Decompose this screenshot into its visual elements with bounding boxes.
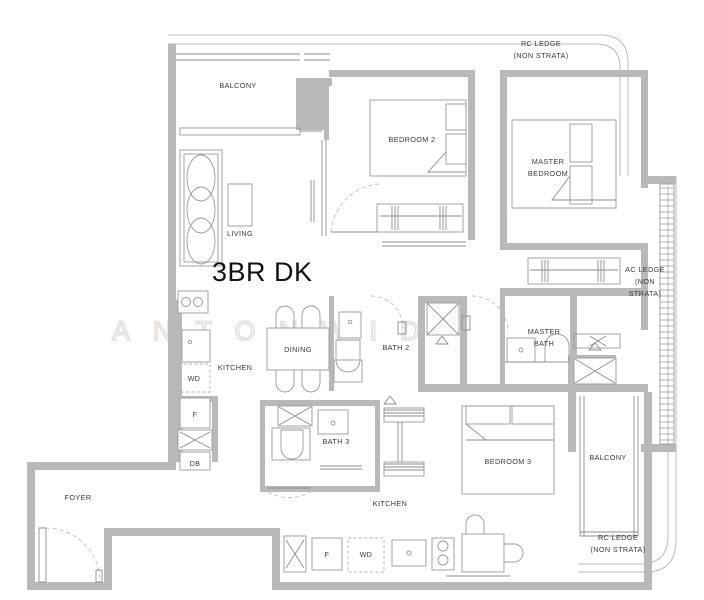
foyer-entry-door <box>38 527 103 583</box>
ac-ledge-hatch <box>659 183 675 445</box>
room-label-balcony-right: BALCONY <box>589 453 626 462</box>
room-label-bath3: BATH 3 <box>322 437 349 446</box>
plan-title: 3BR DK <box>212 257 313 287</box>
annotation-rc-ledge-top-line1: RC LEDGE <box>521 39 561 48</box>
room-label-master-bath-line1: MASTER <box>528 327 561 336</box>
room-label-master-bedroom-line1: MASTER <box>532 157 565 166</box>
master-bedroom-wardrobe <box>527 257 621 285</box>
bedroom2-furniture <box>369 99 467 177</box>
appliance-label-wd-upper: WD <box>188 375 200 383</box>
appliance-label-db: DB <box>190 460 200 468</box>
bath2-door-leaf <box>397 321 407 335</box>
annotation-ac-ledge-line1: AC LEDGE <box>625 265 665 274</box>
kitchen-main-fixtures <box>177 290 213 471</box>
outer-envelope <box>168 34 677 573</box>
annotation-rc-ledge-bottom-line2: (NON STRATA) <box>590 545 645 554</box>
living-furniture <box>179 149 253 267</box>
dining-furniture <box>266 305 330 393</box>
bedroom2-door-swing <box>330 183 380 233</box>
watermark-text: ANTONWID <box>112 316 443 346</box>
bedroom2-window <box>382 241 466 247</box>
shower-stall <box>426 302 460 345</box>
room-label-bedroom3: BEDROOM 3 <box>485 457 532 466</box>
annotation-ac-ledge-line2: (NON <box>635 277 655 286</box>
appliance-label-fridge-lower: F <box>325 551 330 559</box>
living-glazing <box>310 140 327 236</box>
kitchen-lower-fixtures <box>283 514 524 577</box>
master-bath-door-leaf <box>461 315 471 331</box>
bath3-fixtures <box>271 395 397 470</box>
room-label-foyer: FOYER <box>65 493 92 502</box>
appliance-label-wd-lower: WD <box>360 551 372 559</box>
room-label-kitchen-main: KITCHEN <box>218 363 252 372</box>
annotation-ac-ledge-line3: STRATA) <box>629 289 662 298</box>
bath3-door-swing <box>267 491 311 499</box>
bedroom3-furniture <box>461 405 555 495</box>
room-label-bedroom2: BEDROOM 2 <box>389 135 436 144</box>
ac-ledge-small-left <box>383 407 425 477</box>
master-bedroom-furniture <box>511 119 617 209</box>
room-label-bath2: BATH 2 <box>382 343 409 352</box>
structural-walls <box>27 44 676 590</box>
bedroom2-wardrobe <box>376 203 464 233</box>
room-label-master-bath-line2: BATH <box>534 339 554 348</box>
bath2-fixtures <box>333 311 363 383</box>
annotation-rc-ledge-top-line2: (NON STRATA) <box>513 51 568 60</box>
room-label-dining: DINING <box>284 345 312 354</box>
balcony-right-area <box>573 333 639 537</box>
master-bath-fixtures <box>505 333 570 363</box>
balcony-top-area <box>176 53 330 136</box>
room-label-balcony-top: BALCONY <box>219 81 256 90</box>
appliance-label-fridge-upper: F <box>193 411 198 419</box>
annotation-rc-ledge-bottom-line1: RC LEDGE <box>598 533 638 542</box>
master-bath-door-swing <box>471 295 509 333</box>
room-label-master-bedroom-line2: BEDROOM <box>528 169 568 178</box>
bath2-door-swing <box>370 295 404 329</box>
room-label-living: LIVING <box>227 229 253 238</box>
room-label-kitchen-lower: KITCHEN <box>373 499 407 508</box>
